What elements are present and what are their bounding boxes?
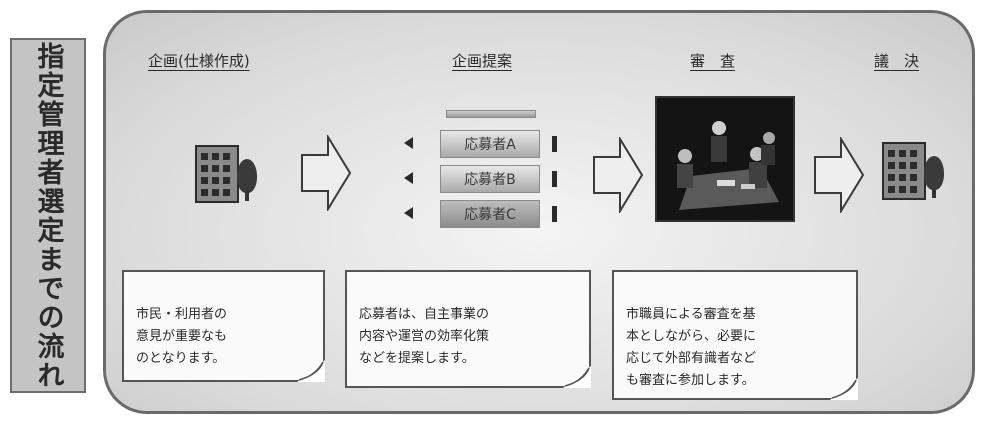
applicant-b: 応募者B	[440, 165, 540, 193]
applicant-a: 応募者A	[440, 130, 540, 158]
arrow-right-icon	[814, 137, 865, 213]
step-heading-review: 審 査	[690, 52, 736, 70]
applicant-stack-top	[446, 110, 536, 118]
note-text: 応募者は、自主事業の 内容や運営の効率化策 などを提案します。	[359, 307, 490, 366]
note-text: 市民・利用者の 意見が重要なも のとなります。	[136, 307, 228, 366]
right-marker	[552, 206, 557, 222]
step-heading-resolution: 議 決	[874, 52, 920, 70]
step-heading-proposal: 企画提案	[452, 52, 513, 70]
page-curl-icon	[563, 366, 591, 388]
left-marker-icon	[404, 207, 413, 219]
meeting-photo	[655, 96, 795, 222]
meeting-people-icon	[657, 98, 793, 220]
page-curl-icon	[830, 378, 858, 400]
side-label: 指定管理者選定までの流れ	[10, 38, 86, 393]
right-marker	[552, 136, 557, 152]
left-marker-icon	[404, 172, 413, 184]
right-marker	[552, 171, 557, 187]
applicant-c: 応募者C	[440, 200, 540, 228]
side-label-text: 指定管理者選定までの流れ	[32, 41, 64, 390]
arrow-right-icon	[301, 135, 352, 211]
note-citizen-input: 市民・利用者の 意見が重要なも のとなります。	[122, 270, 325, 382]
note-proposal: 応募者は、自主事業の 内容や運営の効率化策 などを提案します。	[345, 270, 591, 388]
note-review: 市職員による審査を基 本としながら、必要に 応じて外部有識者など も審査に参加し…	[612, 270, 858, 400]
note-text: 市職員による審査を基 本としながら、必要に 応じて外部有識者など も審査に参加し…	[626, 307, 757, 388]
step-heading-planning: 企画(仕様作成)	[148, 52, 250, 70]
page-curl-icon	[297, 360, 325, 382]
arrow-right-icon	[593, 137, 644, 213]
left-marker-icon	[404, 137, 413, 149]
